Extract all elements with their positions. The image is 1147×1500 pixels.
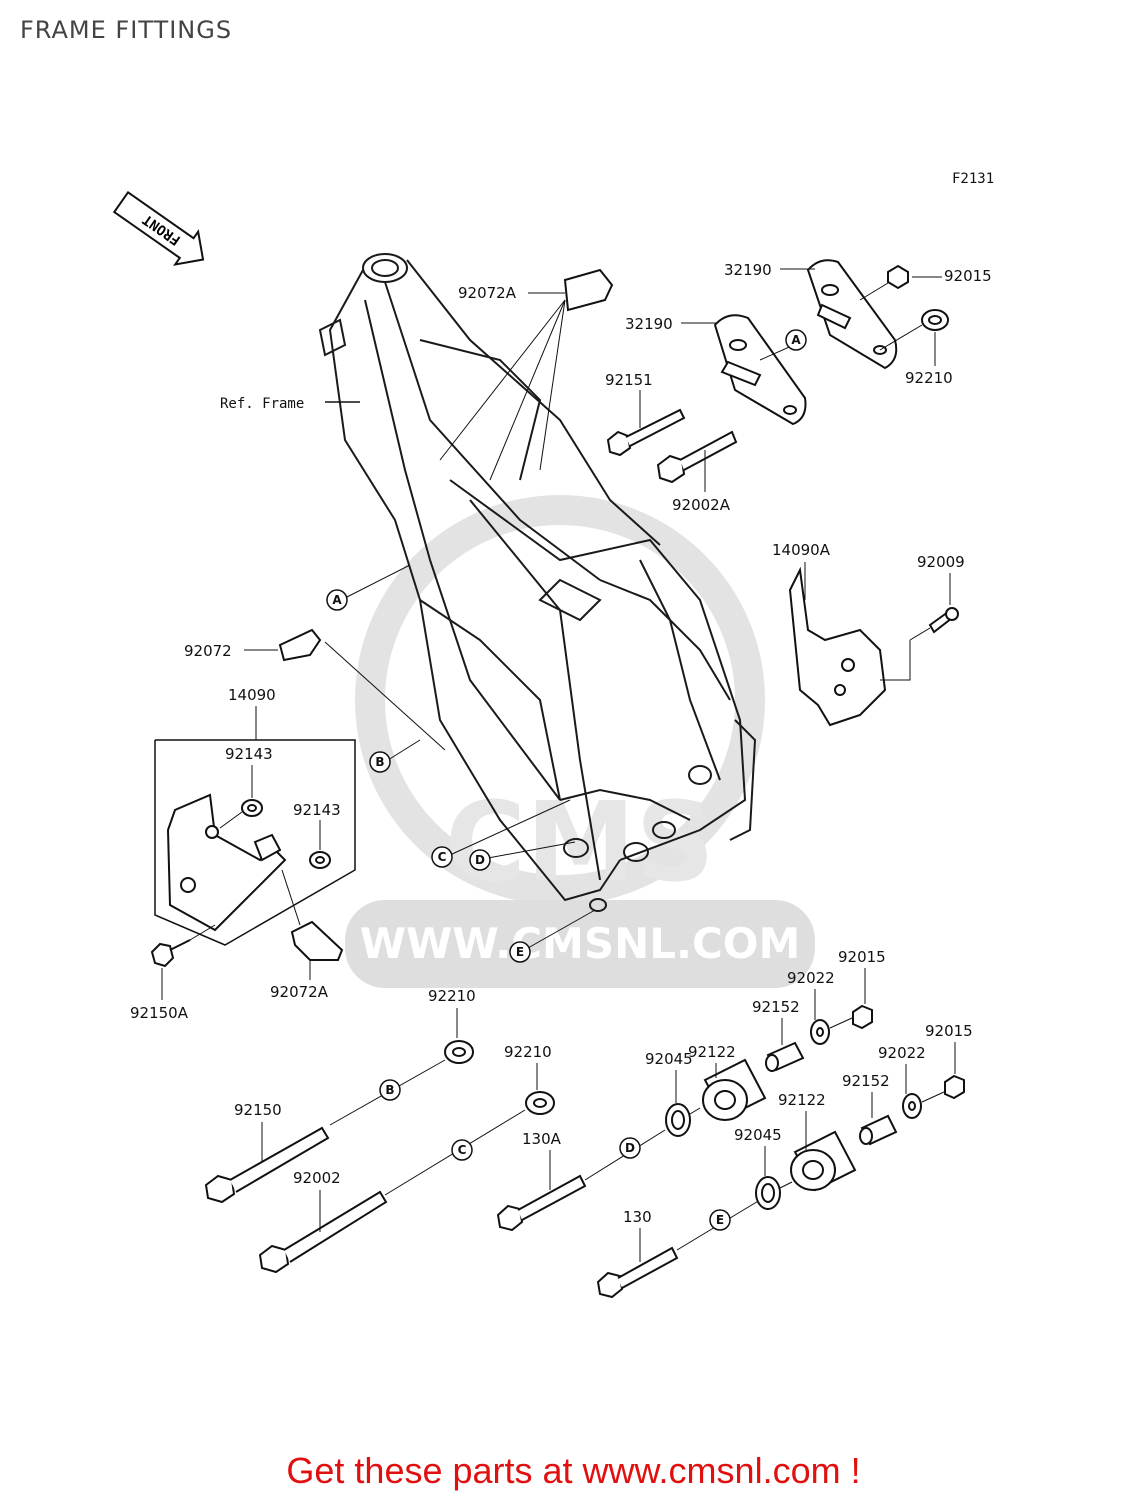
callout-b-frame: B xyxy=(369,751,391,773)
svg-text:E: E xyxy=(516,945,524,959)
page-title: FRAME FITTINGS xyxy=(20,16,233,44)
label-14090: 14090 xyxy=(228,686,276,704)
spacer-92152-r2 xyxy=(859,1114,898,1146)
bolt-92150A xyxy=(150,939,191,968)
label-92210-top: 92210 xyxy=(905,369,953,387)
group-bracket-14090 xyxy=(154,739,356,946)
svg-text:B: B xyxy=(375,755,384,769)
footer-promo-link[interactable]: Get these parts at www.cmsnl.com ! xyxy=(286,1450,861,1491)
label-92015-r1: 92015 xyxy=(838,948,886,966)
clamp-92072A-bottom xyxy=(290,920,344,961)
washer-92022-r1 xyxy=(810,1019,830,1045)
nut-92015-r1 xyxy=(852,1004,873,1030)
grommet-92143-a xyxy=(241,799,263,817)
bolt-130A xyxy=(496,1174,587,1232)
label-92072: 92072 xyxy=(184,642,232,660)
label-92210-b: 92210 xyxy=(428,987,476,1005)
label-92002: 92002 xyxy=(293,1169,341,1187)
bearing-92045-r1 xyxy=(665,1103,691,1137)
label-92009: 92009 xyxy=(917,553,965,571)
svg-text:D: D xyxy=(625,1141,635,1155)
washer-92022-r2 xyxy=(902,1093,922,1119)
callout-d-frame: D xyxy=(469,849,491,871)
label-92122-r2: 92122 xyxy=(778,1091,826,1109)
label-92143-b: 92143 xyxy=(293,801,341,819)
svg-text:C: C xyxy=(458,1143,467,1157)
label-130A: 130A xyxy=(522,1130,562,1148)
callout-a-top: A xyxy=(785,329,807,351)
watermark-url: WWW.CMSNL.COM xyxy=(360,919,801,968)
front-arrow-icon: FRONT xyxy=(112,190,205,266)
nut-92015-r2 xyxy=(944,1074,965,1100)
collar-92122-r2 xyxy=(790,1130,857,1192)
svg-text:E: E xyxy=(716,1213,724,1227)
engine-mount-plate-outer xyxy=(806,259,898,370)
svg-text:A: A xyxy=(332,593,342,607)
label-14090A: 14090A xyxy=(772,541,831,559)
label-32190-mid: 32190 xyxy=(625,315,673,333)
collar-92210-c xyxy=(525,1091,555,1115)
watermark: WWW.CMSNL.COM CMS xyxy=(345,495,815,988)
collar-92210-b xyxy=(444,1040,474,1064)
bolt-130 xyxy=(596,1246,679,1299)
label-130: 130 xyxy=(623,1208,652,1226)
label-92022-r1: 92022 xyxy=(787,969,835,987)
label-92072A-top: 92072A xyxy=(458,284,517,302)
bolt-92002 xyxy=(258,1190,388,1274)
grommet-92143-b xyxy=(309,851,331,869)
label-92045-r2: 92045 xyxy=(734,1126,782,1144)
label-92015-top: 92015 xyxy=(944,267,992,285)
bolt-92151 xyxy=(606,408,686,457)
screw-92009 xyxy=(928,607,959,634)
callout-c-bolt: C xyxy=(451,1139,473,1161)
clamp-92072A-top xyxy=(563,268,614,312)
chain-guide-14090 xyxy=(166,793,287,932)
figure-id: F2131 xyxy=(952,171,994,187)
label-92152-r1: 92152 xyxy=(752,998,800,1016)
label-92072A-bottom: 92072A xyxy=(270,983,329,1001)
svg-text:A: A xyxy=(791,333,801,347)
label-92150: 92150 xyxy=(234,1101,282,1119)
label-32190-top: 32190 xyxy=(724,261,772,279)
label-92210-c: 92210 xyxy=(504,1043,552,1061)
label-92151: 92151 xyxy=(605,371,653,389)
engine-mount-plate-inner xyxy=(713,314,807,426)
label-92022-r2: 92022 xyxy=(878,1044,926,1062)
nut-92015-top xyxy=(887,264,909,290)
bolt-92002A xyxy=(656,430,738,484)
label-92122-r1: 92122 xyxy=(688,1043,736,1061)
collar-92122-r1 xyxy=(702,1058,767,1121)
spacer-92152-r1 xyxy=(765,1041,805,1072)
svg-text:D: D xyxy=(475,853,485,867)
cover-14090A xyxy=(788,566,887,727)
label-92015-r2: 92015 xyxy=(925,1022,973,1040)
callout-b-bolt: B xyxy=(379,1079,401,1101)
label-92045-r1: 92045 xyxy=(645,1050,693,1068)
label-92143-a: 92143 xyxy=(225,745,273,763)
callout-d-bolt: D xyxy=(619,1137,641,1159)
label-92150A: 92150A xyxy=(130,1004,189,1022)
bearing-92045-r2 xyxy=(755,1176,781,1210)
svg-text:C: C xyxy=(438,850,447,864)
callout-a-left: A xyxy=(326,589,348,611)
callout-e-frame: E xyxy=(509,941,531,963)
callout-e-bolt: E xyxy=(709,1209,731,1231)
label-92002A: 92002A xyxy=(672,496,731,514)
bolt-92150 xyxy=(204,1126,330,1204)
collar-92210-top xyxy=(921,309,949,331)
ref-frame-label: Ref. Frame xyxy=(220,396,304,412)
label-92152-r2: 92152 xyxy=(842,1072,890,1090)
clamp-92072 xyxy=(278,628,322,662)
motorcycle-frame xyxy=(318,253,757,912)
svg-text:B: B xyxy=(385,1083,394,1097)
callout-c-frame: C xyxy=(431,846,453,868)
